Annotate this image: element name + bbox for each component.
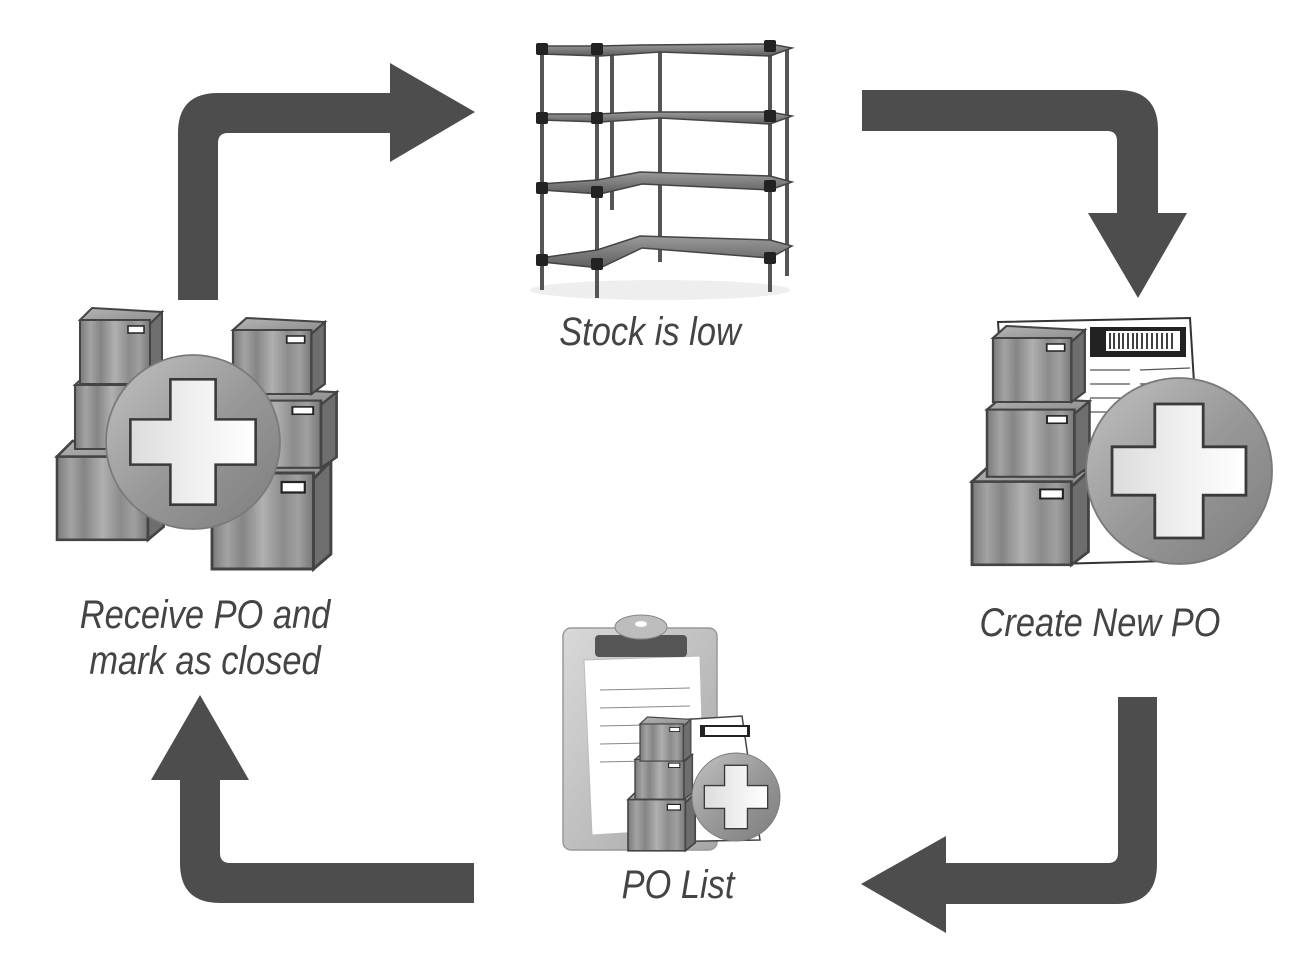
node-label-create-po: Create New PO xyxy=(979,601,1221,645)
arrow-right-down-icon xyxy=(862,90,1187,298)
node-label-receive-po-line-1: Receive PO and xyxy=(79,593,331,637)
shelving-unit-icon xyxy=(530,40,795,300)
boxes-document-plus-icon xyxy=(970,316,1274,567)
node-label-receive-po-line-2: mark as closed xyxy=(89,639,321,683)
node-label-stock-low: Stock is low xyxy=(559,310,741,354)
arrow-left-up-icon xyxy=(151,695,474,903)
clipboard-boxes-plus-icon xyxy=(562,614,781,852)
node-label-receive-po: Receive PO and mark as closed xyxy=(63,592,347,684)
boxes-plus-icon xyxy=(55,307,338,571)
arrow-down-left-icon xyxy=(861,697,1157,933)
arrow-up-right-icon xyxy=(178,63,475,300)
node-label-po-list: PO List xyxy=(621,863,735,907)
